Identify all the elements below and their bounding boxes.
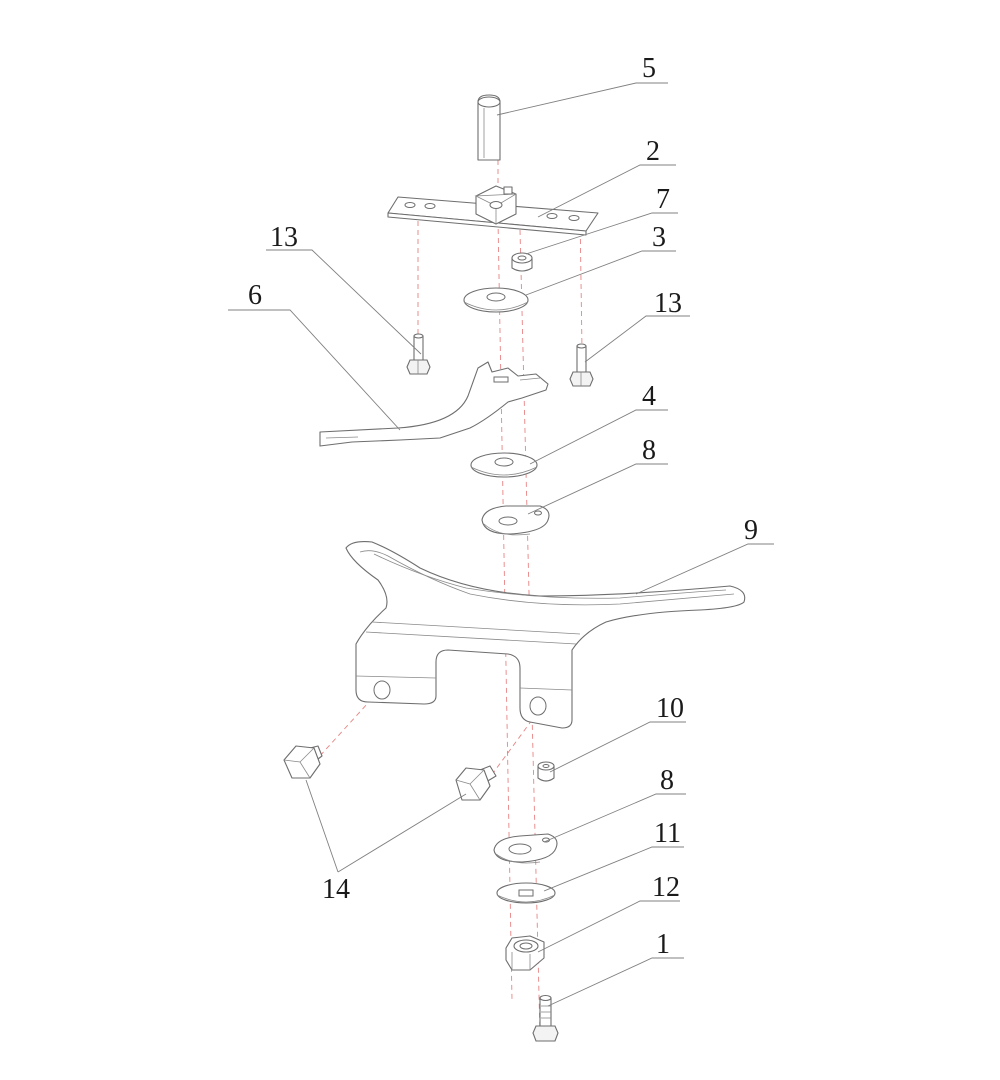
callout-1: 1 — [656, 929, 670, 960]
callout-10: 10 — [656, 693, 684, 724]
callout-2: 2 — [646, 136, 660, 167]
callout-9: 9 — [744, 515, 758, 546]
callout-4: 4 — [642, 381, 656, 412]
part-13-right-bolt — [569, 343, 594, 387]
callout-12: 12 — [652, 872, 680, 903]
part-7-bushing — [511, 252, 533, 272]
part-4-washer — [470, 452, 538, 478]
leader-lines — [228, 82, 774, 1007]
callout-13-right: 13 — [654, 288, 682, 319]
callout-11: 11 — [654, 818, 681, 849]
callout-labels: 5 2 7 3 13 13 6 4 8 9 10 8 11 14 12 1 — [248, 53, 758, 960]
part-14-right-hex-bolt — [455, 765, 497, 801]
part-1-screw — [532, 994, 559, 1042]
callout-13-left: 13 — [270, 222, 298, 253]
callout-7: 7 — [656, 184, 670, 215]
part-6-lever — [319, 361, 549, 447]
part-3-washer — [463, 287, 529, 313]
part-14-left-hex-bolt — [283, 745, 323, 779]
callout-6: 6 — [248, 280, 262, 311]
callout-8-upper: 8 — [642, 435, 656, 466]
callout-14: 14 — [322, 874, 350, 905]
part-13-left-bolt — [406, 333, 431, 375]
part-12-hex-nut — [505, 935, 545, 971]
callout-3: 3 — [652, 222, 666, 253]
part-9-bracket — [345, 541, 746, 729]
callout-5: 5 — [642, 53, 656, 84]
callout-8-lower: 8 — [660, 765, 674, 796]
part-10-spacer — [537, 761, 555, 782]
part-11-washer — [496, 882, 556, 904]
part-8-lower-tab-washer — [493, 833, 558, 864]
part-5-pin — [477, 94, 501, 161]
part-8-upper-tab-washer — [481, 505, 550, 536]
part-2-top-plate — [387, 185, 599, 236]
